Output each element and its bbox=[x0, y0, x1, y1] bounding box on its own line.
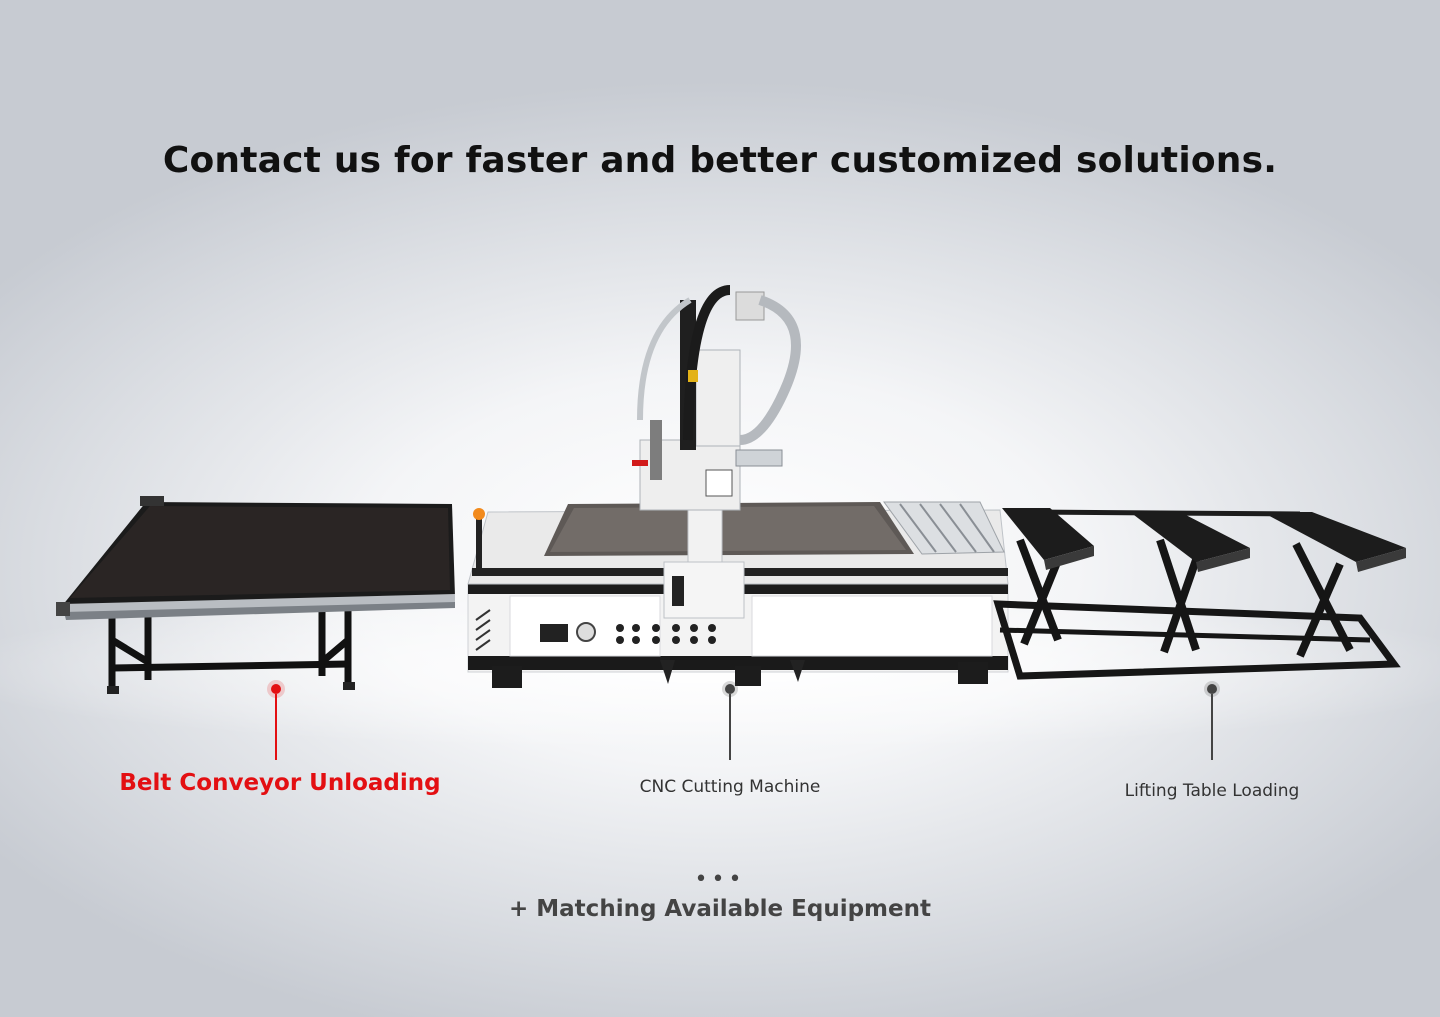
belt-conveyor-image[interactable] bbox=[56, 496, 455, 694]
label-lifting-table-loading: Lifting Table Loading bbox=[1124, 781, 1300, 801]
label-belt-conveyor-unloading: Belt Conveyor Unloading bbox=[119, 770, 441, 796]
more-dots-icon: ••• bbox=[694, 867, 746, 892]
callout-marker-belt-conveyor bbox=[267, 680, 285, 760]
lifting-table-image[interactable] bbox=[993, 508, 1406, 680]
matching-equipment-link[interactable]: + Matching Available Equipment bbox=[509, 896, 931, 922]
callout-marker-lifting-table bbox=[1204, 681, 1220, 760]
page-headline: Contact us for faster and better customi… bbox=[162, 140, 1278, 181]
label-cnc-cutting-machine: CNC Cutting Machine bbox=[639, 777, 821, 797]
callout-marker-cnc-machine bbox=[722, 681, 738, 760]
cnc-machine-image[interactable] bbox=[467, 285, 1009, 688]
